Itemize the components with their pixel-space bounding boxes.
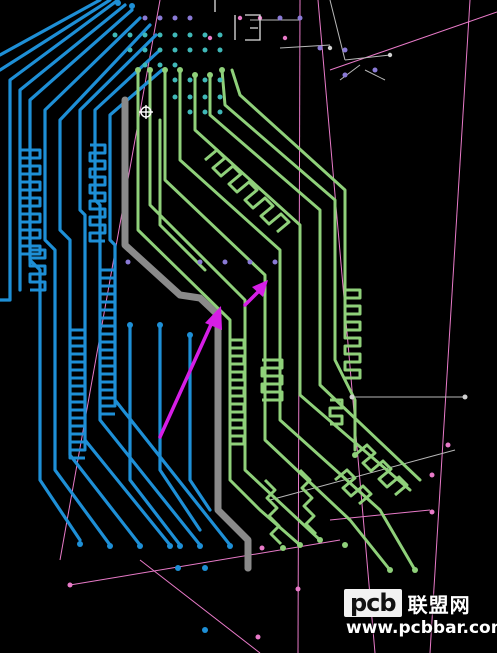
- component-outline: [214, 0, 261, 41]
- arrow-annotation-icon: [158, 280, 268, 439]
- site-watermark: pcb 联盟网 www.pcbbar.com: [340, 584, 497, 653]
- gray-trace: [121, 96, 252, 572]
- cursor-crosshair-icon: [139, 105, 153, 119]
- blue-meanders: [18, 143, 117, 460]
- watermark-brand-box: pcb: [344, 589, 402, 617]
- ratsnest-lines: [250, 0, 465, 501]
- watermark-logo: pcb 联盟网: [344, 588, 471, 618]
- green-trace-bus: [136, 68, 422, 572]
- trace-endpoint-vias: [77, 0, 418, 633]
- watermark-brand-cn: 联盟网: [407, 592, 471, 617]
- green-meanders: [204, 148, 409, 546]
- via-grid: [67, 15, 468, 640]
- watermark-url: www.pcbbar.com: [346, 618, 497, 638]
